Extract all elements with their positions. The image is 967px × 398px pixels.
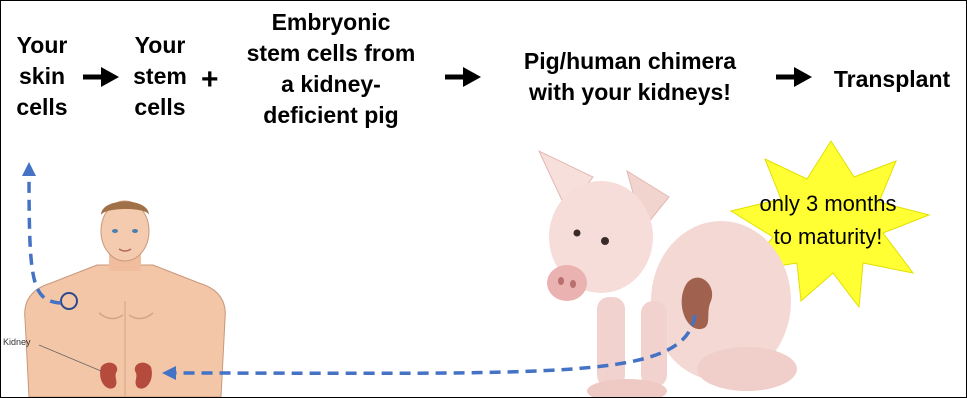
arrow-right-icon: [776, 67, 812, 87]
human-body-illustration: [25, 201, 226, 397]
maturity-callout: only 3 months to maturity!: [723, 187, 933, 253]
arrow-right-icon: [445, 67, 481, 87]
arrow-right-icon: [83, 67, 119, 87]
kidney-label: Kidney: [3, 337, 31, 347]
